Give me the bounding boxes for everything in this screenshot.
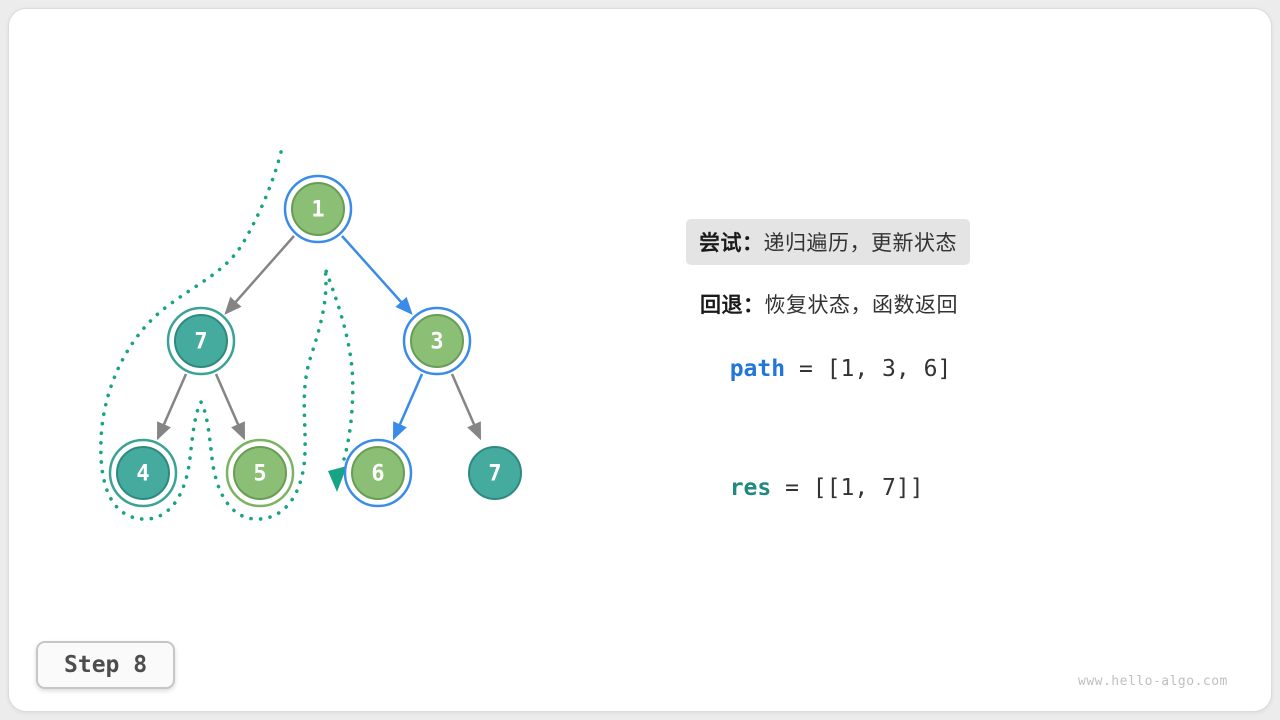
path-variable-name: path: [729, 356, 786, 382]
tree-node-ring: [402, 306, 472, 376]
tree-node-ring: [343, 438, 413, 508]
tree-node-ring: [225, 438, 295, 508]
path-variable-value: = [1, 3, 6]: [785, 356, 952, 382]
res-variable-line: res = [[1, 7]]: [702, 449, 924, 501]
traversal-dotted-path: [99, 150, 355, 521]
tree-edge: [224, 235, 295, 315]
tree-node-value: 7: [488, 462, 501, 487]
annotation-try: 尝试：递归遍历，更新状态: [686, 219, 970, 265]
try-text: 递归遍历，更新状态: [763, 231, 957, 255]
tree-node-value: 3: [430, 330, 443, 355]
annotation-back: 回退：恢复状态，函数返回: [700, 289, 958, 319]
tree-node-ring: [283, 174, 353, 244]
tree-node: [233, 446, 287, 500]
tree-edge: [392, 373, 424, 441]
tree-node: [174, 314, 228, 368]
tree-node: [116, 446, 170, 500]
tree-node: [351, 446, 405, 500]
tree-node-value: 5: [253, 462, 266, 487]
tree-node-ring: [166, 306, 236, 376]
tree-node: [468, 446, 522, 500]
tree-edge: [214, 373, 246, 441]
back-text: 恢复状态，函数返回: [764, 293, 958, 317]
tree-node-value: 6: [371, 462, 384, 487]
tree-node: [291, 182, 345, 236]
try-label: 尝试：: [699, 231, 764, 255]
tree-edge: [341, 235, 413, 315]
tree-node-value: 4: [136, 462, 149, 487]
tree-node: [410, 314, 464, 368]
res-variable-name: res: [729, 475, 772, 501]
tree-edge: [450, 373, 482, 441]
back-label: 回退：: [700, 293, 765, 317]
step-badge: Step 8: [36, 641, 176, 689]
binary-tree-diagram: 1 7 3 4 5 6 7: [99, 150, 522, 521]
res-variable-value: = [[1, 7]]: [771, 475, 924, 501]
path-variable-line: path = [1, 3, 6]: [702, 330, 952, 382]
tree-node-value: 7: [194, 330, 207, 355]
watermark: www.hello-algo.com: [1078, 674, 1228, 689]
tree-node-value: 1: [311, 198, 324, 223]
tree-node-ring: [108, 438, 178, 508]
traversal-arrowhead-icon: [328, 466, 347, 492]
tree-edge: [156, 373, 188, 441]
